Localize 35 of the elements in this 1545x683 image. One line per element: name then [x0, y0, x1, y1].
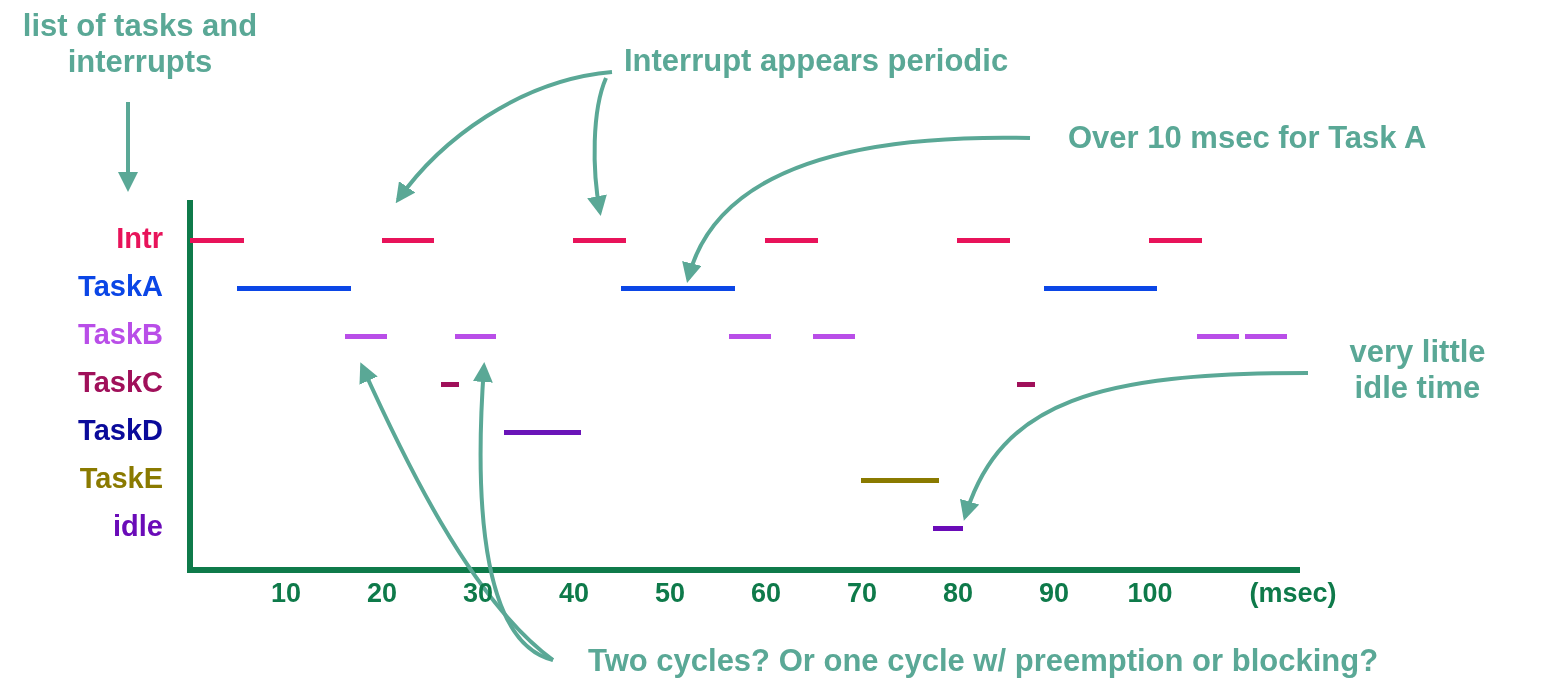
callout-text: list of tasks and interrupts	[10, 8, 270, 80]
axis-tick-label: 80	[943, 578, 973, 609]
axis-tick-label: 100	[1127, 578, 1173, 609]
timeline-bar	[573, 238, 626, 243]
callout-text: Two cycles? Or one cycle w/ preemption or blocking?	[588, 643, 1379, 679]
axis-tick-label: 40	[559, 578, 589, 609]
axis-tick-label: 90	[1039, 578, 1069, 609]
row-label: idle	[113, 510, 163, 543]
leader-arrow	[395, 70, 613, 204]
axis-tick-label: 60	[751, 578, 781, 609]
leader-arrow	[118, 102, 138, 192]
axis-tick-label: 10	[271, 578, 301, 609]
leader-arrow	[684, 135, 1030, 283]
row-label: Intr	[116, 222, 163, 255]
axis-tick-label: 70	[847, 578, 877, 609]
callout-text: Interrupt appears periodic	[624, 43, 1009, 79]
callout-text: Over 10 msec for Task A	[1068, 120, 1427, 156]
row-label: TaskA	[78, 270, 163, 303]
axis-tick-label: 20	[367, 578, 397, 609]
leader-arrow	[961, 371, 1309, 521]
timeline-bar	[345, 334, 387, 339]
leader-arrow	[359, 362, 555, 662]
axis-tick-label: (msec)	[1249, 578, 1337, 609]
row-label: TaskC	[78, 366, 163, 399]
leader-arrow	[473, 362, 554, 662]
leader-arrow	[587, 77, 608, 216]
timeline-bar	[621, 286, 735, 291]
axis-tick-label: 50	[655, 578, 685, 609]
row-label: TaskE	[79, 462, 163, 495]
callout-text: very little idle time	[1320, 334, 1515, 406]
row-label: TaskB	[78, 318, 163, 351]
timeline-bar	[382, 238, 434, 243]
row-label: TaskD	[78, 414, 163, 447]
timeline-bar	[933, 526, 963, 531]
timeline-bar	[455, 334, 496, 339]
